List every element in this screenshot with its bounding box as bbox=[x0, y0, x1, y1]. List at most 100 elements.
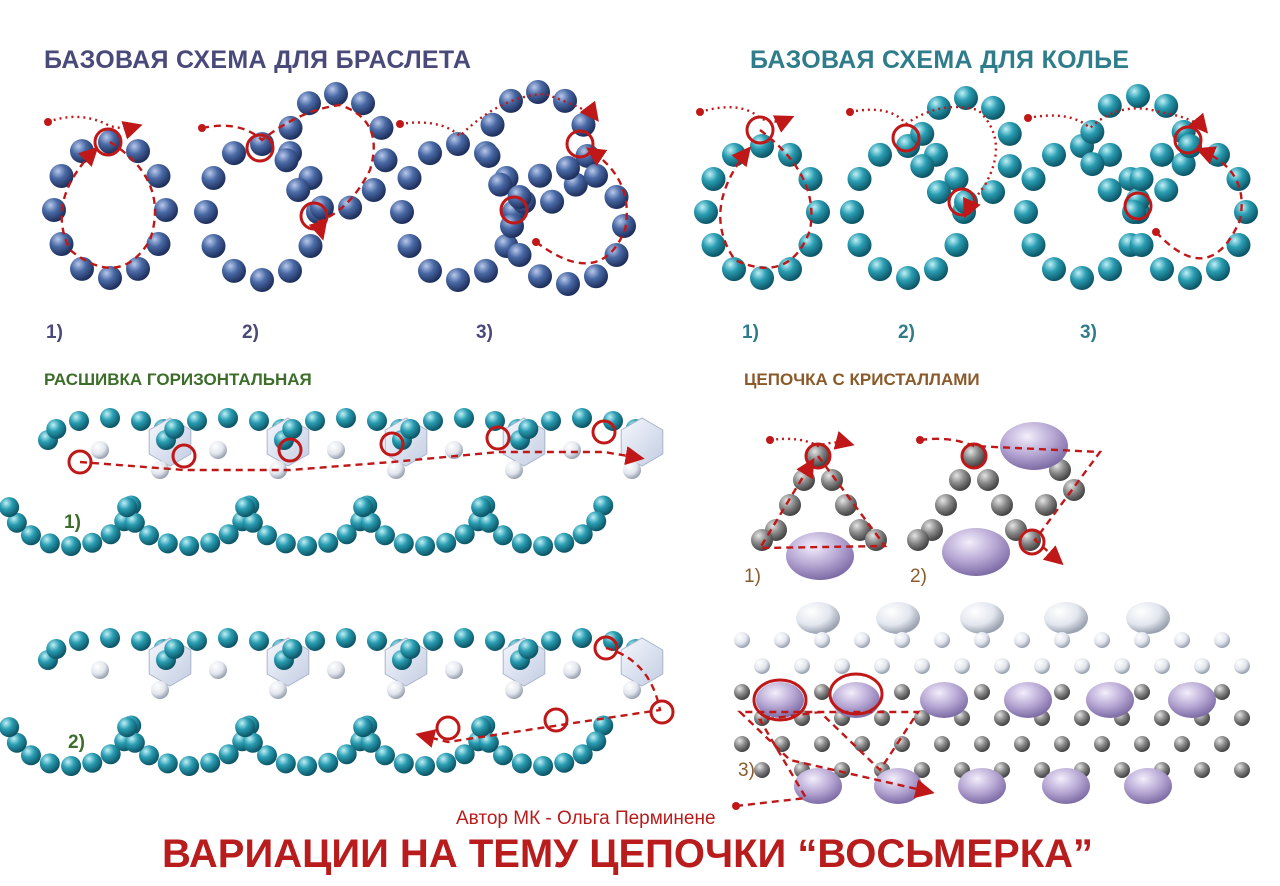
crystal-oval bbox=[920, 682, 968, 718]
bead bbox=[0, 497, 20, 518]
pearl-bead bbox=[91, 441, 109, 459]
bead bbox=[305, 630, 325, 651]
bead bbox=[834, 762, 850, 778]
bead bbox=[124, 512, 145, 533]
pearl-bead bbox=[505, 461, 523, 479]
bead bbox=[250, 268, 274, 292]
bead bbox=[604, 185, 629, 209]
bead bbox=[1154, 178, 1179, 203]
thread-path bbox=[719, 129, 813, 269]
bead bbox=[778, 257, 802, 282]
pearl-bead bbox=[623, 681, 641, 699]
bead bbox=[894, 632, 910, 648]
bead bbox=[604, 243, 629, 267]
bead bbox=[907, 529, 929, 551]
bead bbox=[397, 234, 422, 258]
pearl-bead bbox=[327, 441, 345, 459]
bead bbox=[1129, 233, 1154, 257]
bead bbox=[418, 141, 442, 166]
bead bbox=[603, 410, 623, 431]
thread-path bbox=[201, 103, 375, 241]
bead bbox=[1054, 632, 1070, 648]
bead bbox=[814, 684, 830, 700]
bead bbox=[1171, 152, 1196, 177]
bead bbox=[117, 497, 138, 518]
bead bbox=[369, 115, 394, 140]
bead bbox=[131, 630, 151, 651]
highlight-ring bbox=[591, 419, 617, 445]
bead bbox=[1134, 632, 1150, 648]
horizontal-step-1-label: 1) bbox=[64, 512, 81, 533]
bead bbox=[201, 234, 226, 258]
bead bbox=[6, 512, 27, 533]
crystal-oval bbox=[1042, 768, 1090, 804]
bead bbox=[572, 524, 593, 545]
highlight-ring bbox=[828, 672, 884, 716]
bead bbox=[774, 736, 790, 752]
pearl-bead bbox=[91, 661, 109, 679]
bead bbox=[734, 632, 750, 648]
bead bbox=[1014, 632, 1030, 648]
bead bbox=[82, 532, 103, 553]
bead bbox=[46, 419, 67, 439]
bead bbox=[586, 731, 607, 752]
bead bbox=[554, 532, 575, 553]
author-credit: Автор МК - Ольга Перминене bbox=[456, 808, 716, 829]
bead bbox=[528, 264, 552, 289]
bead bbox=[82, 752, 103, 773]
bead bbox=[20, 525, 41, 546]
bead bbox=[701, 167, 726, 191]
bead bbox=[436, 532, 457, 553]
thread-path bbox=[919, 437, 1103, 566]
bead bbox=[423, 630, 443, 651]
bead bbox=[324, 82, 348, 106]
bead bbox=[734, 684, 750, 700]
bead bbox=[200, 752, 221, 773]
bead bbox=[1194, 762, 1210, 778]
bead bbox=[61, 535, 82, 556]
bead bbox=[218, 408, 238, 428]
bead bbox=[854, 736, 870, 752]
crystal-oval-outline bbox=[796, 602, 840, 634]
necklace-step-2-label: 2) bbox=[898, 322, 915, 343]
crystal-oval-outline bbox=[1126, 602, 1170, 634]
bead bbox=[298, 234, 323, 258]
bead bbox=[981, 180, 1006, 205]
crystal-oval bbox=[1124, 768, 1172, 804]
bead bbox=[1134, 684, 1150, 700]
bead bbox=[924, 257, 948, 282]
bead bbox=[338, 195, 363, 220]
pearl-bead bbox=[209, 441, 227, 459]
bead bbox=[39, 753, 60, 774]
necklace-step-3-label: 3) bbox=[1080, 322, 1097, 343]
bead bbox=[1070, 266, 1094, 290]
pearl-bead bbox=[209, 661, 227, 679]
bead bbox=[305, 410, 325, 431]
bead bbox=[98, 266, 122, 290]
bead bbox=[1080, 152, 1105, 177]
bead bbox=[1114, 762, 1130, 778]
bead bbox=[821, 469, 843, 491]
bead bbox=[1154, 710, 1170, 726]
crystal-oval bbox=[942, 528, 1010, 576]
bead bbox=[70, 139, 94, 164]
crystals-step-2-label: 2) bbox=[910, 566, 927, 587]
highlight-ring bbox=[435, 715, 461, 741]
bead bbox=[974, 736, 990, 752]
bead bbox=[1154, 658, 1170, 674]
highlight-ring bbox=[752, 678, 808, 722]
crystal-oval bbox=[786, 532, 854, 580]
bead bbox=[353, 717, 374, 738]
bead bbox=[415, 535, 436, 556]
highlight-ring bbox=[277, 437, 303, 463]
bead bbox=[1234, 710, 1250, 726]
bead bbox=[397, 166, 422, 190]
bead bbox=[750, 266, 774, 290]
bead bbox=[454, 408, 474, 428]
bead bbox=[1234, 762, 1250, 778]
bead bbox=[336, 524, 357, 545]
bead bbox=[390, 200, 414, 224]
bead bbox=[1042, 142, 1066, 167]
bead bbox=[1034, 658, 1050, 674]
